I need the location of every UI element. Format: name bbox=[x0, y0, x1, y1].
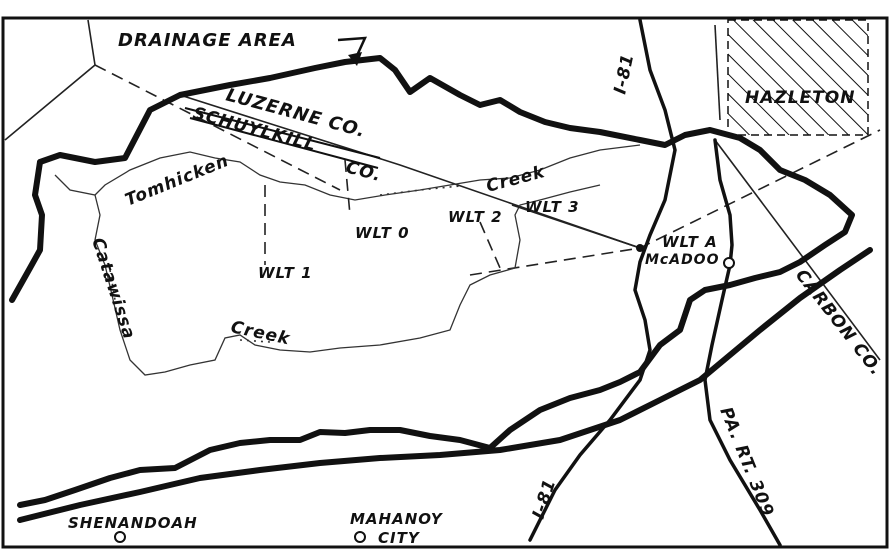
mahanoy-city-marker bbox=[354, 531, 366, 543]
i81-bottom-label: I-81 bbox=[529, 476, 561, 521]
shenandoah-marker bbox=[114, 531, 126, 543]
wlt0-label: WLT 0 bbox=[355, 224, 410, 242]
map-frame bbox=[1, 16, 889, 549]
mcadoo-marker bbox=[723, 257, 735, 269]
wlt-connectors bbox=[264, 159, 641, 269]
carbon-co-label: CARBON CO. bbox=[791, 266, 886, 380]
southern-boundary bbox=[17, 247, 873, 523]
i81-top-label: I-81 bbox=[610, 52, 638, 96]
wlt1-label: WLT 1 bbox=[258, 264, 313, 282]
wlt2-label: WLT 2 bbox=[448, 208, 503, 226]
wlt3-label: WLT 3 bbox=[525, 198, 580, 216]
hazleton-label: HAZLETON bbox=[745, 88, 855, 108]
pa-rt-309-road bbox=[703, 138, 782, 547]
catawissa-label: Catawissa bbox=[87, 235, 139, 342]
mahanoy-city-label: CITY bbox=[378, 529, 421, 547]
watershed-outline bbox=[54, 144, 641, 201]
creek-bottom-label: Creek bbox=[229, 317, 293, 349]
schuylkill-co-label: CO. bbox=[344, 158, 384, 187]
creek-top-label: Creek bbox=[484, 162, 548, 197]
catawissa-dots bbox=[109, 269, 116, 301]
i81-road bbox=[528, 18, 677, 542]
drainage-arrow-head bbox=[348, 52, 362, 66]
shenandoah-label: SHENANDOAH bbox=[68, 514, 198, 532]
drainage-area-label: DRAINAGE AREA bbox=[118, 30, 297, 51]
drainage-boundary bbox=[17, 55, 855, 508]
tomhicken-label: Tomhicken bbox=[122, 151, 232, 211]
watershed-south bbox=[94, 184, 601, 376]
wlta-label: WLT A bbox=[662, 233, 718, 251]
pa-rt-309-label: PA. RT. 309 bbox=[715, 404, 777, 520]
mcadoo-label: McADOO bbox=[645, 252, 720, 268]
hazleton-area bbox=[727, 19, 869, 136]
wlta-point bbox=[636, 244, 644, 252]
drainage-arrow bbox=[337, 36, 368, 61]
mahanoy-label: MAHANOY bbox=[350, 510, 444, 528]
creek-path-south bbox=[239, 339, 271, 343]
county-line bbox=[184, 107, 381, 169]
drainage-boundary-west bbox=[9, 159, 45, 303]
